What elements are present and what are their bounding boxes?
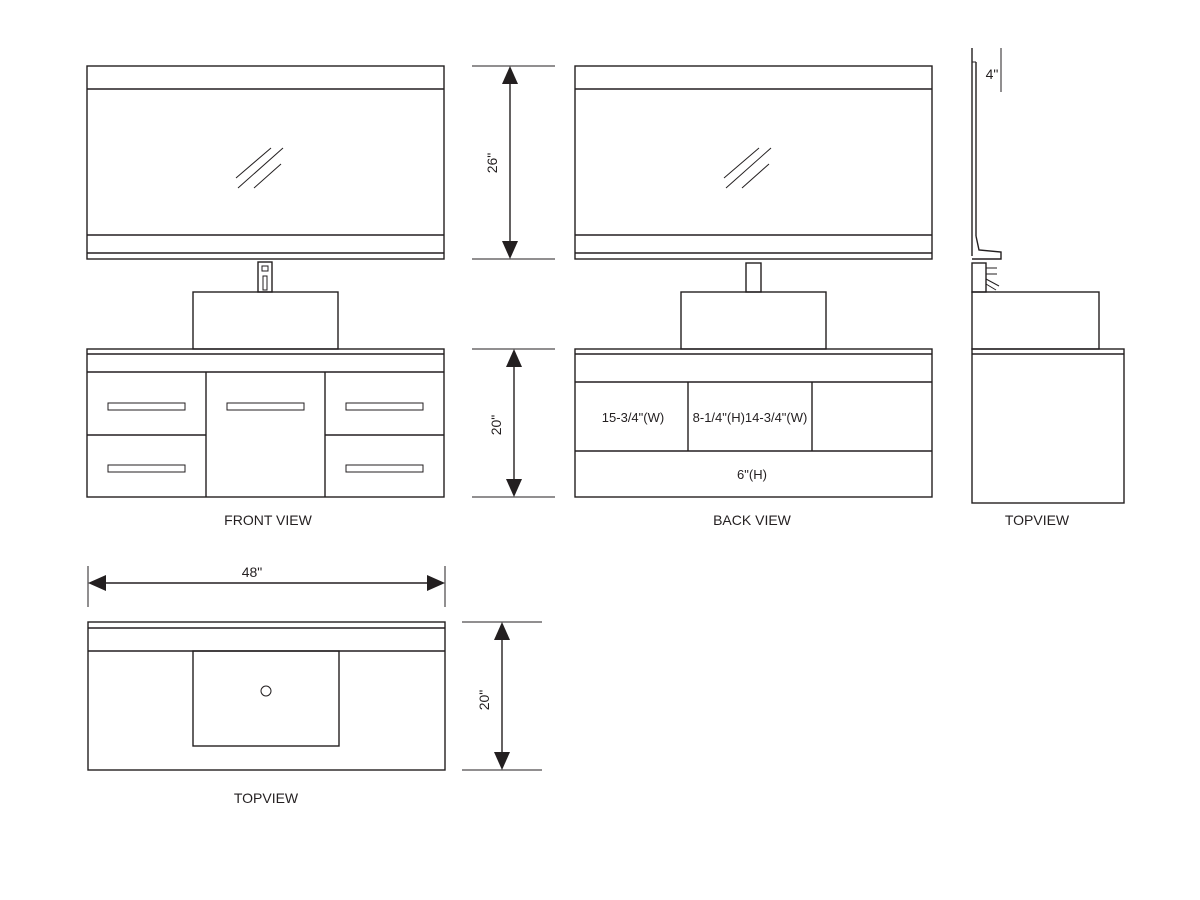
front-mirror [86, 65, 445, 260]
front-faucet [257, 261, 273, 293]
total-width-dimension: 48" [87, 564, 446, 607]
arrow-right-icon [427, 575, 445, 591]
top-depth-label: 20" [476, 690, 492, 711]
back-view: 15-3/4"(W) 8-1/4"(H)14-3/4"(W) 6"(H) BAC… [574, 65, 933, 528]
front-view-label: FRONT VIEW [224, 512, 312, 528]
back-faucet [745, 262, 762, 293]
cabinet-height-dimension: 20" [472, 348, 555, 498]
back-view-label: BACK VIEW [713, 512, 792, 528]
mirror-height-dimension: 26" [472, 65, 555, 260]
arrow-up-icon [494, 622, 510, 640]
back-middle-size-label: 8-1/4"(H)14-3/4"(W) [693, 410, 808, 425]
back-bottom-height-label: 6"(H) [737, 467, 767, 482]
drawer-handle [345, 402, 424, 411]
mirror-height-label: 26" [484, 153, 500, 174]
back-vessel-sink [680, 291, 827, 350]
top-view: TOPVIEW [87, 621, 446, 806]
drawer-handle [107, 464, 186, 473]
front-view: FRONT VIEW [86, 65, 445, 528]
back-left-width-label: 15-3/4"(W) [602, 410, 664, 425]
arrow-down-icon [494, 752, 510, 770]
mirror-glare-icon [723, 147, 772, 189]
top-view-label: TOPVIEW [234, 790, 299, 806]
mirror-glare-icon [235, 147, 284, 189]
front-vessel-sink [192, 291, 339, 350]
shelf-depth-label: 4" [986, 66, 999, 82]
side-view-label: TOPVIEW [1005, 512, 1070, 528]
total-width-label: 48" [242, 564, 263, 580]
cabinet-height-label: 20" [488, 415, 504, 436]
arrow-down-icon [506, 479, 522, 497]
drawer-handle [107, 402, 186, 411]
top-depth-dimension: 20" [462, 621, 542, 771]
side-faucet [971, 262, 1000, 293]
arrow-down-icon [502, 241, 518, 259]
drain-icon [260, 685, 272, 697]
top-sink-basin [192, 650, 340, 747]
back-mirror [574, 65, 933, 260]
arrow-left-icon [88, 575, 106, 591]
side-cabinet [971, 348, 1125, 504]
back-cabinet [574, 348, 933, 498]
side-view: 4" TOPVIEW [971, 48, 1125, 528]
side-vessel-sink [971, 291, 1100, 350]
arrow-up-icon [502, 66, 518, 84]
door-handle [226, 402, 305, 411]
arrow-up-icon [506, 349, 522, 367]
drawer-handle [345, 464, 424, 473]
front-cabinet [86, 348, 445, 498]
side-shelf [972, 235, 1002, 260]
